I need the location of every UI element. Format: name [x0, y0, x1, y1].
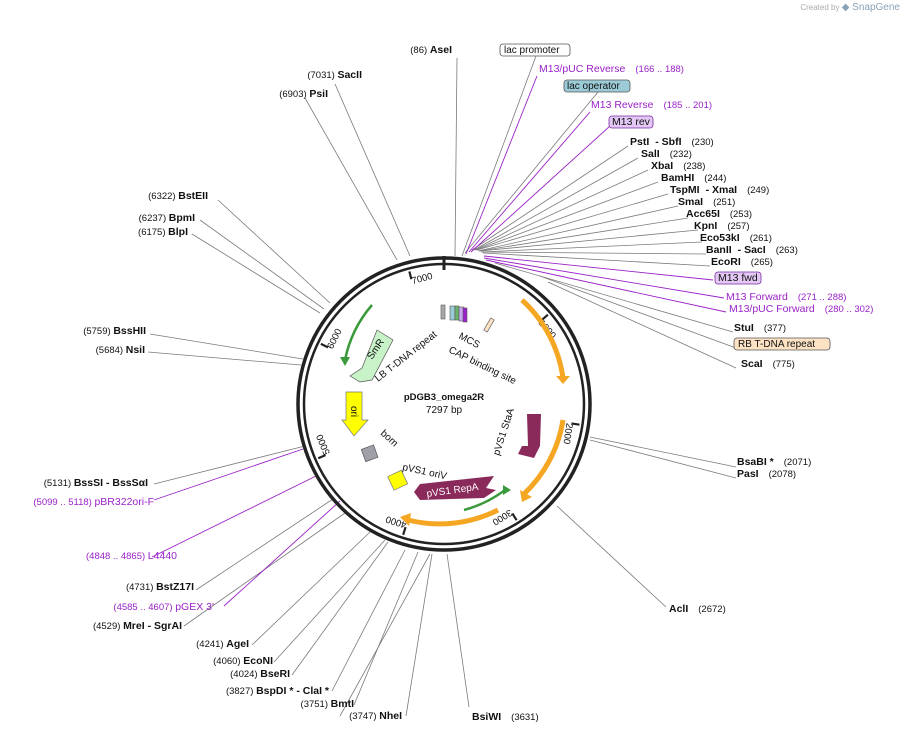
enzyme-label: SalI(232) [641, 148, 692, 160]
enzyme-label: BamHI(244) [661, 172, 726, 184]
feature-cap-site [454, 305, 460, 321]
snapgene-credit: Created by ◆ SnapGene [800, 2, 900, 13]
tick-label: 6000 [325, 327, 344, 351]
enzyme-label: (3827) BspDI * - ClaI * [226, 685, 330, 697]
enzyme-label: (5131) BssSI - BssSαI [44, 477, 148, 489]
primer-label: (4585 .. 4607) pGEX 3' [113, 601, 214, 613]
primer-label: M13 fwd [718, 272, 758, 284]
primer-label: M13 Forward(271 .. 288) [726, 291, 846, 303]
enzyme-label: (3747) NheI [349, 710, 402, 722]
tick-label: 7000 [411, 271, 434, 287]
enzyme-label: BanII- SacI(263) [706, 244, 798, 256]
enzyme-label: AclI(2672) [669, 603, 726, 615]
enzyme-label: (4731) BstZ17I [126, 581, 194, 593]
feature-orange-arrow-1 [556, 376, 570, 384]
backbone-outer [296, 256, 592, 552]
primer-label: (4848 .. 4865) L4440 [86, 550, 177, 562]
enzyme-label: (4024) BseRI [230, 668, 290, 680]
primer-label: M13 rev [612, 116, 651, 128]
feature-orange-arrow-2 [520, 490, 532, 502]
label-lac-promoter: lac promoter [504, 45, 560, 56]
feature-pvs1-repa [414, 476, 496, 500]
enzyme-label: PstI- SbfI(230) [630, 136, 714, 148]
label-pvs1-oriv: pVS1 oriV [401, 462, 448, 482]
enzyme-label: (6175) BlpI [138, 226, 188, 238]
enzyme-label: EcoRI(265) [711, 256, 773, 268]
plasmid-length: 7297 bp [426, 405, 463, 416]
feature-orange-arc-1 [520, 298, 566, 379]
tick-mark [317, 454, 326, 460]
primer-label: M13/pUC Reverse(166 .. 188) [539, 63, 684, 75]
enzyme-label: Eco53kI(261) [700, 232, 772, 244]
tick-label: 5000 [314, 432, 332, 456]
tick-mark [320, 342, 329, 349]
label-ori: ori [348, 406, 359, 417]
label-bom: bom [378, 428, 400, 449]
feature-pvs1-staa [518, 414, 541, 458]
enzyme-label: (7031) SacII [307, 69, 362, 81]
primer-labels: M13/pUC Reverse(166 .. 188) M13 Reverse(1… [33, 63, 873, 613]
feature-green-arrow-2 [503, 485, 511, 495]
enzyme-label: BsaBI *(2071) [737, 456, 811, 468]
box-rb-repeat [733, 337, 831, 351]
feature-orange-arc-3 [407, 507, 500, 527]
tick-mark [402, 526, 407, 536]
feature-rb-repeat [483, 317, 495, 333]
label-cap-site: CAP binding site [447, 345, 519, 387]
primer-label: M13 Reverse(185 .. 201) [591, 99, 712, 111]
feature-group [340, 298, 570, 527]
feature-orange-arc-2 [522, 419, 566, 496]
feature-smr [349, 329, 394, 383]
enzyme-label: (5759) BssHII [83, 325, 146, 337]
tick-mark [511, 512, 518, 521]
enzyme-label: (4529) MreI - SgrAI [93, 620, 182, 632]
tick-mark [408, 271, 413, 280]
enzyme-label: (3751) BmtI [301, 698, 355, 710]
enzyme-label: PasI(2078) [737, 468, 796, 480]
enzyme-label: BsiWI(3631) [472, 711, 539, 723]
enzyme-label: (86) AseI [410, 44, 452, 56]
enzyme-labels-right: PstI- SbfI(230)SalI(232)XbaI(238)BamHI(2… [472, 136, 811, 723]
enzyme-label: (6903) PsiI [279, 88, 328, 100]
feature-green-arc-2 [463, 489, 506, 512]
enzyme-label: StuI(377) [734, 322, 786, 334]
enzyme-label: (5684) NsiI [96, 344, 145, 356]
enzyme-label: (4060) EcoNI [213, 655, 273, 667]
feature-bom [360, 444, 379, 463]
feature-lac-operator [449, 305, 456, 321]
feature-orange-arrow-3 [400, 513, 411, 526]
primer-label: (5099 .. 5118) pBR322ori-F [33, 496, 154, 508]
enzyme-label: XbaI(238) [651, 160, 705, 172]
primer-label: M13/pUC Forward(280 .. 302) [729, 303, 873, 315]
primer-lines [151, 75, 727, 607]
enzyme-label: ScaI(775) [741, 358, 795, 370]
feature-green-arc-1 [343, 304, 373, 361]
tick-mark [541, 313, 549, 321]
enzyme-labels-left: (86) AseI (7031) SacII (6903) PsiI (6322) B… [44, 44, 452, 722]
primer-box [714, 271, 762, 285]
feature-ori [341, 391, 369, 437]
enzyme-label: (6322) BstEII [148, 190, 208, 202]
feature-pvs1-oriv [387, 469, 409, 491]
boxed-feature-group: lac promoter lac operator RB T-DNA repea… [499, 43, 831, 351]
label-lac-operator: lac operator [567, 81, 620, 92]
enzyme-label: TspMI- XmaI(249) [670, 184, 769, 196]
plasmid-name: pDGB3_omega2R [404, 392, 484, 403]
enzyme-label: (4241) AgeI [196, 638, 249, 650]
leader-lines [147, 55, 737, 717]
enzyme-label: (6237) BpmI [139, 212, 195, 224]
enzyme-label: Acc65I(253) [686, 208, 752, 220]
box-lac-promoter [499, 43, 571, 57]
enzyme-label: KpnI(257) [694, 220, 750, 232]
feature-lb-marker [440, 304, 446, 320]
feature-m13-site [462, 307, 468, 323]
label-pvs1-staa: pVS1 StaA [491, 407, 517, 457]
feature-green-arrow-1 [340, 357, 350, 366]
tick-mark [571, 422, 580, 426]
label-rb-repeat: RB T-DNA repeat [738, 339, 815, 350]
box-lac-operator [563, 79, 631, 93]
primer-box [608, 115, 654, 129]
enzyme-label: SmaI(251) [678, 196, 735, 208]
